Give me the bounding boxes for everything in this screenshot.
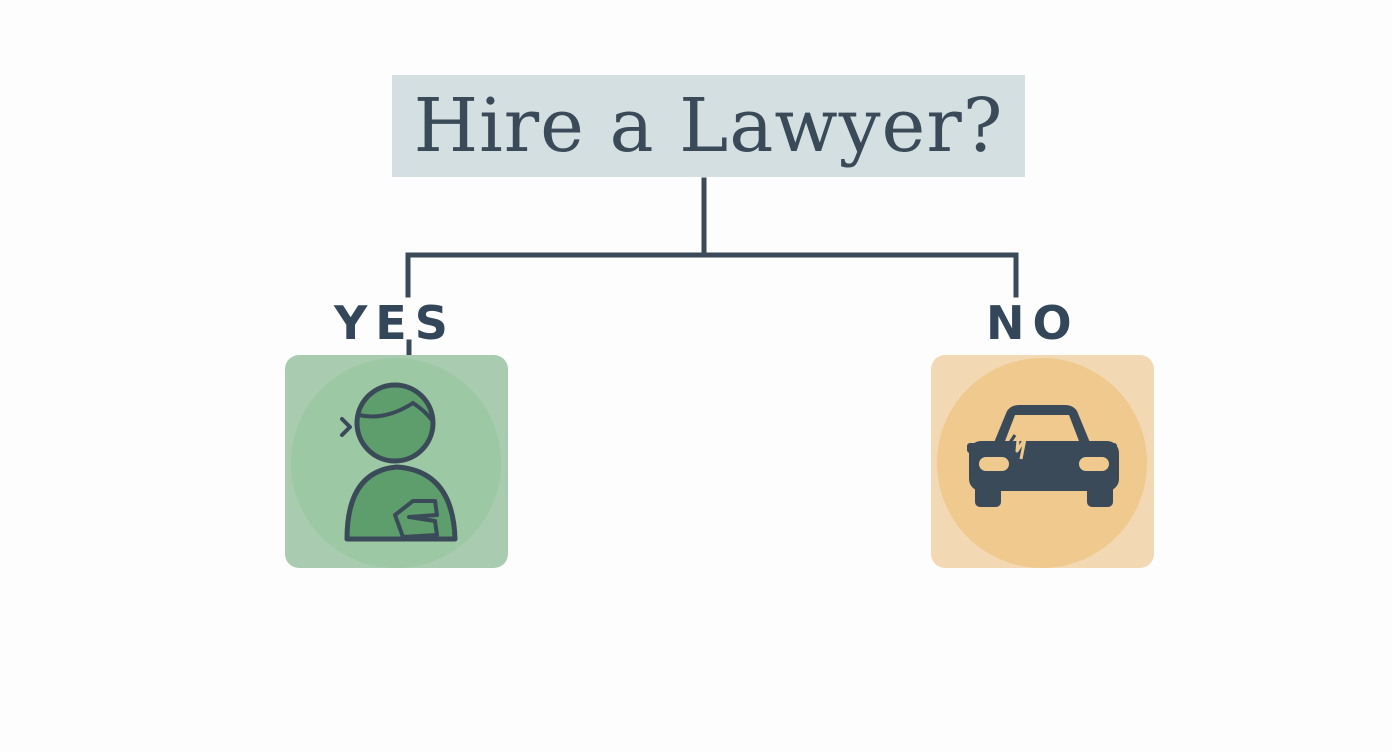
person-icon	[340, 382, 458, 542]
no-option-card	[931, 355, 1154, 568]
diagram-title: Hire a Lawyer?	[413, 83, 1004, 169]
no-label: NO	[986, 296, 1080, 350]
yes-option-card	[285, 355, 508, 568]
question-box: Hire a Lawyer?	[392, 75, 1025, 177]
car-crash-icon	[967, 405, 1119, 507]
yes-label: YES	[334, 296, 456, 350]
